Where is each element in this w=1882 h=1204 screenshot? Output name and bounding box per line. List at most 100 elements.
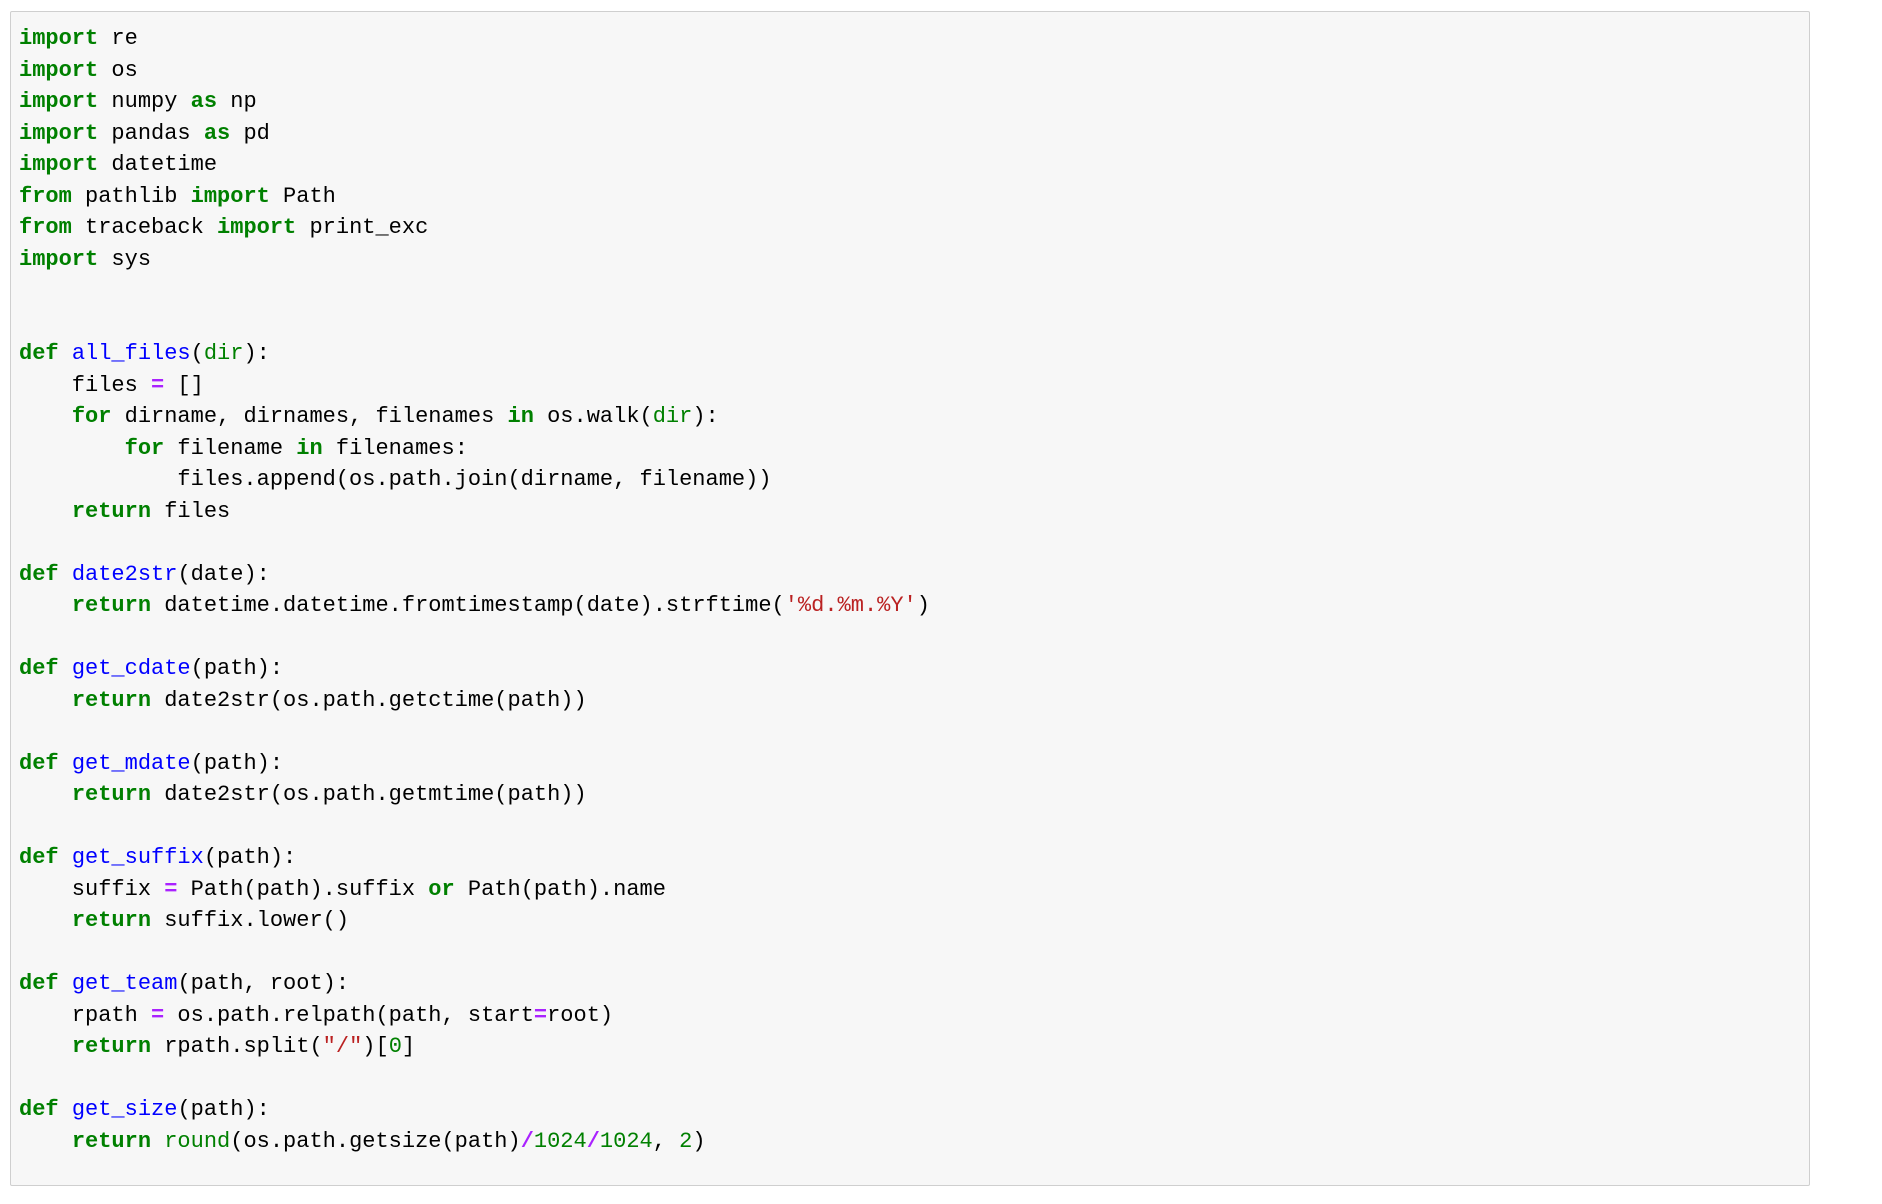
code-text [19,782,72,807]
code-line: import pandas as pd [19,118,930,150]
keyword-token: import [19,120,99,146]
code-text: pathlib [71,183,191,209]
literal-token: round [164,1128,231,1154]
code-text: date2str(os.path.getctime(path)) [151,687,587,713]
code-text: suffix.lower() [151,908,350,933]
function-name-token: get_team [71,971,178,996]
code-text: os [98,57,138,83]
code-line: return datetime.datetime.fromtimestamp(d… [19,590,930,622]
function-name-token: get_size [71,1097,178,1122]
code-text: datetime [98,152,218,177]
code-text [19,908,72,933]
code-line [19,1063,930,1095]
keyword-token: import [19,152,99,177]
code-text: print_exc [296,215,429,240]
code-text: os.path.relpath(path, start [164,1002,534,1028]
code-text [19,1129,72,1154]
string-token: '%d.%m.%Y' [784,593,917,618]
keyword-token: def [19,341,59,366]
code-line: import os [19,55,930,87]
code-text: sys [98,246,152,272]
code-text: Path [269,183,336,209]
code-text [59,656,72,681]
code-line: from pathlib import Path [19,181,930,213]
operator-token: = [533,1002,548,1028]
code-line: files.append(os.path.join(dirname, filen… [19,464,930,496]
code-line [19,622,930,654]
code-text [19,404,72,429]
keyword-token: import [19,89,99,114]
code-text: rpath.split( [151,1034,323,1059]
function-name-token: date2str [71,561,178,587]
keyword-token: from [19,215,72,240]
literal-token: 1024 [533,1128,587,1154]
keyword-token: from [19,183,72,209]
code-text: (path): [190,750,284,776]
function-name-token: all_files [71,341,191,366]
literal-token: 1024 [599,1128,653,1154]
code-line: def get_cdate(path): [19,653,930,685]
code-line [19,527,930,559]
keyword-token: for [124,435,165,461]
code-text: (path): [190,656,284,681]
operator-token: = [151,372,165,398]
code-text: os.walk( [533,404,653,429]
code-text: , [652,1128,680,1154]
code-text: [] [164,372,204,398]
code-line: def get_mdate(path): [19,748,930,780]
code-text: ): [243,341,270,366]
code-text [59,1097,72,1122]
code-line [19,811,930,843]
code-line: def all_files(dir): [19,338,930,370]
operator-token: / [520,1128,534,1154]
code-text: files [19,372,152,398]
code-text: (os.path.getsize(path) [230,1128,521,1154]
code-text: rpath [19,1002,152,1028]
code-text [59,562,72,587]
code-text: datetime.datetime.fromtimestamp(date).st… [151,593,785,618]
code-text [59,971,72,996]
code-line: for filename in filenames: [19,433,930,465]
string-token: "/" [322,1034,363,1059]
keyword-token: or [428,876,455,902]
code-line [19,307,930,339]
keyword-token: import [19,246,99,272]
code-text: (date): [177,561,270,587]
code-text: ) [692,1128,706,1154]
operator-token: = [164,876,178,902]
code-text: ): [692,404,719,429]
code-text: re [98,26,138,51]
literal-token: dir [652,404,693,429]
code-text [19,1034,72,1059]
code-text [59,341,72,366]
keyword-token: in [507,404,534,429]
function-name-token: get_mdate [71,750,191,776]
code-text: ( [190,341,204,366]
code-text: traceback [71,215,218,240]
keyword-token: return [71,1034,152,1059]
keyword-token: def [19,971,59,996]
code-text [19,593,72,618]
code-text: filenames: [322,435,468,461]
code-text [59,751,72,776]
code-text: numpy [98,89,191,114]
code-line: def get_suffix(path): [19,842,930,874]
code-text: ) [916,593,930,618]
code-text: )[ [362,1034,389,1059]
keyword-token: def [19,750,59,776]
keyword-token: return [71,687,152,713]
keyword-token: in [296,435,323,461]
code-line: def get_team(path, root): [19,968,930,1000]
code-line: return round(os.path.getsize(path)/1024/… [19,1126,930,1158]
keyword-token: import [19,57,99,83]
code-line: import re [19,23,930,55]
keyword-token: as [203,120,231,146]
code-line: return suffix.lower() [19,905,930,937]
code-line: import datetime [19,149,930,181]
code-text [19,499,72,524]
code-text: np [217,89,257,114]
keyword-token: return [71,782,152,807]
code-text: filename [164,435,297,461]
